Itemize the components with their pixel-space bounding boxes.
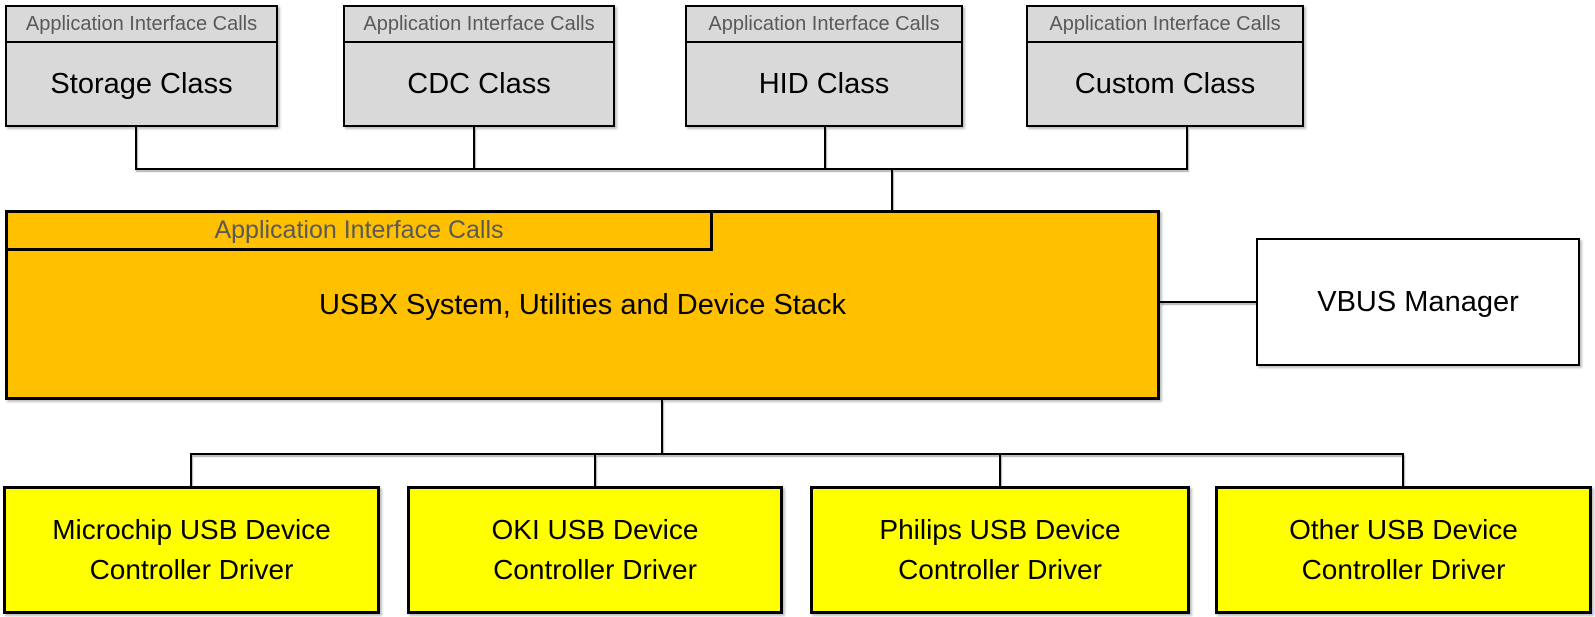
cdc-class-label: CDC Class bbox=[407, 67, 551, 100]
usbx-stack-box: Application Interface Calls USBX System,… bbox=[5, 210, 1160, 400]
connector-stack-to-vbus bbox=[1160, 301, 1256, 303]
connector-oki-stub bbox=[594, 455, 596, 486]
custom-class-label: Custom Class bbox=[1074, 67, 1256, 100]
connector-hid-stub bbox=[824, 127, 826, 168]
philips-driver-box: Philips USB Device Controller Driver bbox=[810, 486, 1190, 614]
custom-class-box: Application Interface Calls Custom Class bbox=[1026, 5, 1304, 127]
microchip-driver-box: Microchip USB Device Controller Driver bbox=[3, 486, 380, 614]
custom-class-api-header: Application Interface Calls bbox=[1028, 7, 1302, 43]
hid-class-box: Application Interface Calls HID Class bbox=[685, 5, 963, 127]
cdc-class-api-header: Application Interface Calls bbox=[345, 7, 613, 43]
storage-class-label: Storage Class bbox=[50, 67, 233, 100]
connector-bus-to-stack bbox=[891, 170, 893, 210]
connector-custom-stub bbox=[1186, 127, 1188, 168]
connector-cdc-stub bbox=[473, 127, 475, 168]
connector-storage-stub bbox=[135, 127, 137, 168]
connector-classes-bus bbox=[135, 168, 1188, 170]
hid-class-api-header: Application Interface Calls bbox=[687, 7, 961, 43]
oki-driver-box: OKI USB Device Controller Driver bbox=[407, 486, 783, 614]
cdc-class-box: Application Interface Calls CDC Class bbox=[343, 5, 615, 127]
storage-class-box: Application Interface Calls Storage Clas… bbox=[5, 5, 278, 127]
storage-class-api-header: Application Interface Calls bbox=[7, 7, 276, 43]
stack-api-calls-header: Application Interface Calls bbox=[5, 210, 713, 251]
connector-other-stub bbox=[1402, 455, 1404, 486]
vbus-manager-box: VBUS Manager bbox=[1256, 238, 1580, 366]
hid-class-label: HID Class bbox=[758, 67, 890, 100]
other-driver-box: Other USB Device Controller Driver bbox=[1215, 486, 1592, 614]
connector-philips-stub bbox=[999, 455, 1001, 486]
usbx-stack-label: USBX System, Utilities and Device Stack bbox=[318, 288, 846, 321]
connector-microchip-stub bbox=[190, 455, 192, 486]
connector-drivers-bus bbox=[190, 453, 1404, 455]
connector-stack-down bbox=[661, 400, 663, 453]
